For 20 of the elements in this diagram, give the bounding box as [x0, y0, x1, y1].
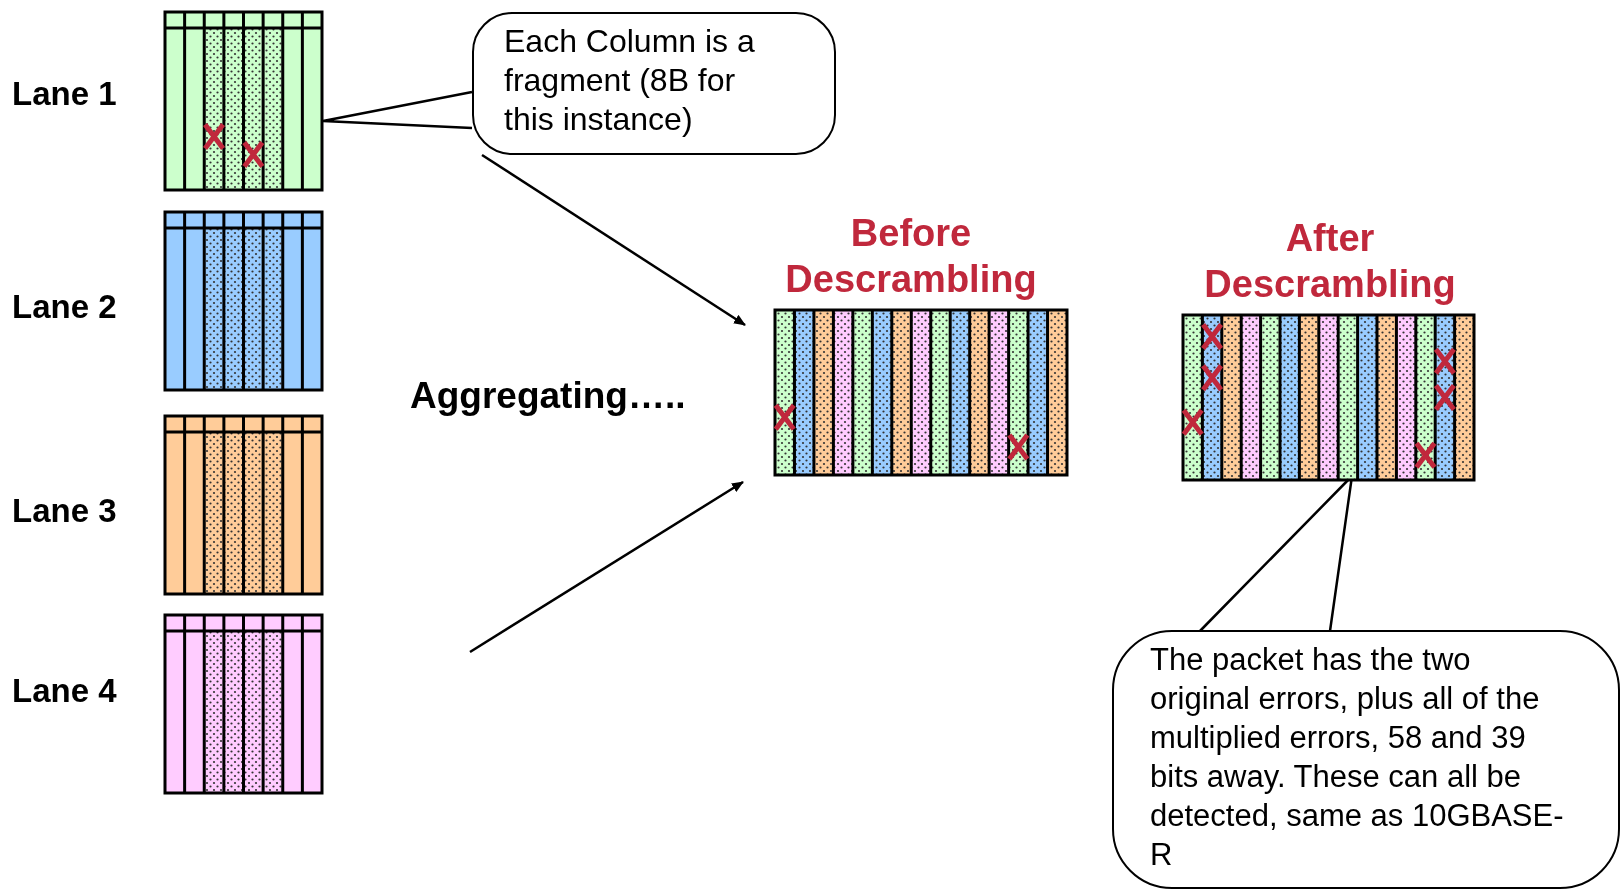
process-label: Aggregating…..: [410, 375, 686, 417]
fragment-grid-drawing: [773, 308, 1069, 477]
fragment-grid-drawing: [1181, 313, 1476, 482]
callout-text: Each Column is a fragment (8B for this instance): [504, 22, 756, 139]
lane-grid-drawing: [163, 414, 324, 596]
lane-grid-drawing: [163, 10, 324, 192]
lane-label: Lane 4: [12, 672, 117, 710]
lane-label: Lane 2: [12, 288, 117, 326]
callout-text: The packet has the two original errors, plus all of the multiplied errors, 58 and 39 bits away. These can all be detected, same as 10GBASE-R: [1150, 641, 1565, 874]
lane-label: Lane 1: [12, 75, 117, 113]
grid-title: After Descrambling: [1203, 216, 1457, 307]
callout-bubble: [472, 12, 836, 155]
lane-grid-drawing: [163, 613, 324, 795]
lane-grid-drawing: [163, 210, 324, 392]
callout-bubble: [1112, 630, 1620, 889]
callout-pointer: [321, 90, 474, 130]
lane-label: Lane 3: [12, 492, 117, 530]
arrow: [469, 480, 744, 654]
grid-title: Before Descrambling: [784, 211, 1038, 302]
arrow: [481, 153, 746, 327]
